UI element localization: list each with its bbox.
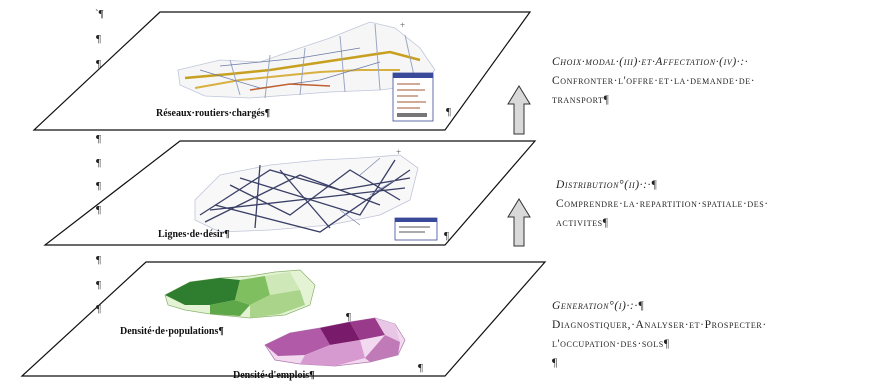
layer-label-employment-density: Densité·d'emplois¶ (233, 370, 315, 381)
arrow-generation-to-distribution (507, 198, 531, 247)
pilcrow-mark: ¶ (96, 254, 101, 266)
step-distribution: Distribution°(ii)·:·¶ Comprendre·la·repa… (556, 176, 769, 233)
step-title: Distribution°(ii)·:·¶ (556, 179, 658, 191)
step-description-line: Comprendre·la·repartition·spatiale·des· (556, 198, 769, 210)
population-density-map (164, 269, 316, 319)
step-title: Choix·modal·(iii)·et·Affectation·(iv)·:· (552, 56, 749, 68)
pilcrow-mark: `¶ (95, 8, 104, 20)
arrow-distribution-to-choix (507, 85, 531, 135)
pilcrow-mark: ¶ (96, 157, 101, 169)
employment-density-map (264, 317, 406, 367)
step-description-line: activites¶ (556, 217, 609, 229)
step-description-line: ¶ (552, 357, 558, 369)
step-choix-modal: Choix·modal·(iii)·et·Affectation·(iv)·:·… (552, 53, 755, 110)
pilcrow-mark: ¶ (96, 204, 101, 216)
road-network-map: + (177, 20, 436, 122)
layer-label-population-density: Densité·de·populations¶ (120, 326, 224, 337)
step-generation: Generation°(i)·:·¶ Diagnostiquer,·Analys… (552, 297, 767, 373)
step-description-line: Confronter·l'offre·et·la·demande·de· (552, 75, 756, 87)
pilcrow-mark: ¶ (96, 279, 101, 291)
layer-label-desire-lines: Lignes·de·désir¶ (158, 229, 230, 240)
step-description-line: Diagnostiquer,·Analyser·et·Prospecter· (552, 319, 767, 331)
pilcrow-mark: ¶ (446, 106, 451, 118)
pilcrow-mark: ¶ (444, 230, 449, 242)
step-description-line: l'occupation·des·sols¶ (552, 338, 670, 350)
svg-text:+: + (400, 20, 405, 30)
pilcrow-mark: ¶ (418, 362, 423, 374)
step-description-line: transport¶ (552, 94, 610, 106)
pilcrow-mark: ¶ (96, 33, 101, 45)
layer-label-roads: Réseaux·routiers·chargés¶ (156, 108, 271, 119)
pilcrow-mark: ¶ (346, 311, 351, 323)
svg-text:+: + (396, 147, 401, 157)
pilcrow-mark: ¶ (96, 133, 101, 145)
desire-lines-map: + (194, 147, 438, 241)
pilcrow-mark: ¶ (96, 58, 101, 70)
plane-bottom (20, 261, 547, 377)
pilcrow-mark: ¶ (96, 303, 101, 315)
pilcrow-mark: ¶ (96, 180, 101, 192)
step-title: Generation°(i)·:·¶ (552, 300, 645, 312)
